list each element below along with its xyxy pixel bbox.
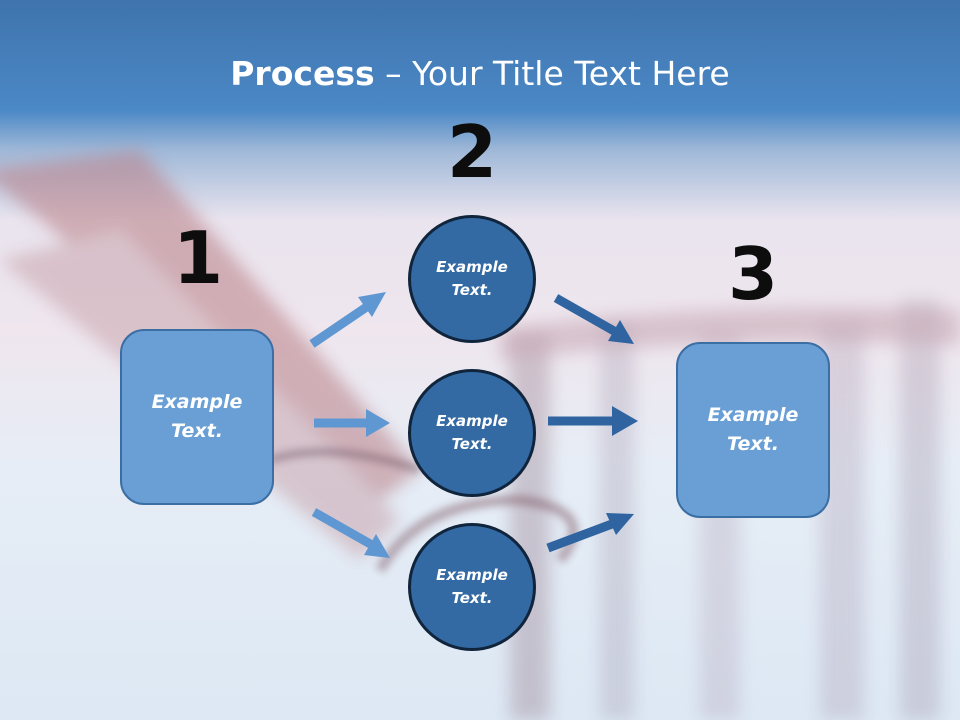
arrow-bottom-circle-to-right xyxy=(548,513,634,548)
arrow-middle-circle-to-right xyxy=(548,406,638,436)
arrow-left-to-top-circle xyxy=(312,292,386,344)
arrow-left-to-middle-circle xyxy=(314,409,390,437)
arrow-left-to-bottom-circle xyxy=(314,512,390,558)
arrow-top-circle-to-right xyxy=(556,298,634,344)
